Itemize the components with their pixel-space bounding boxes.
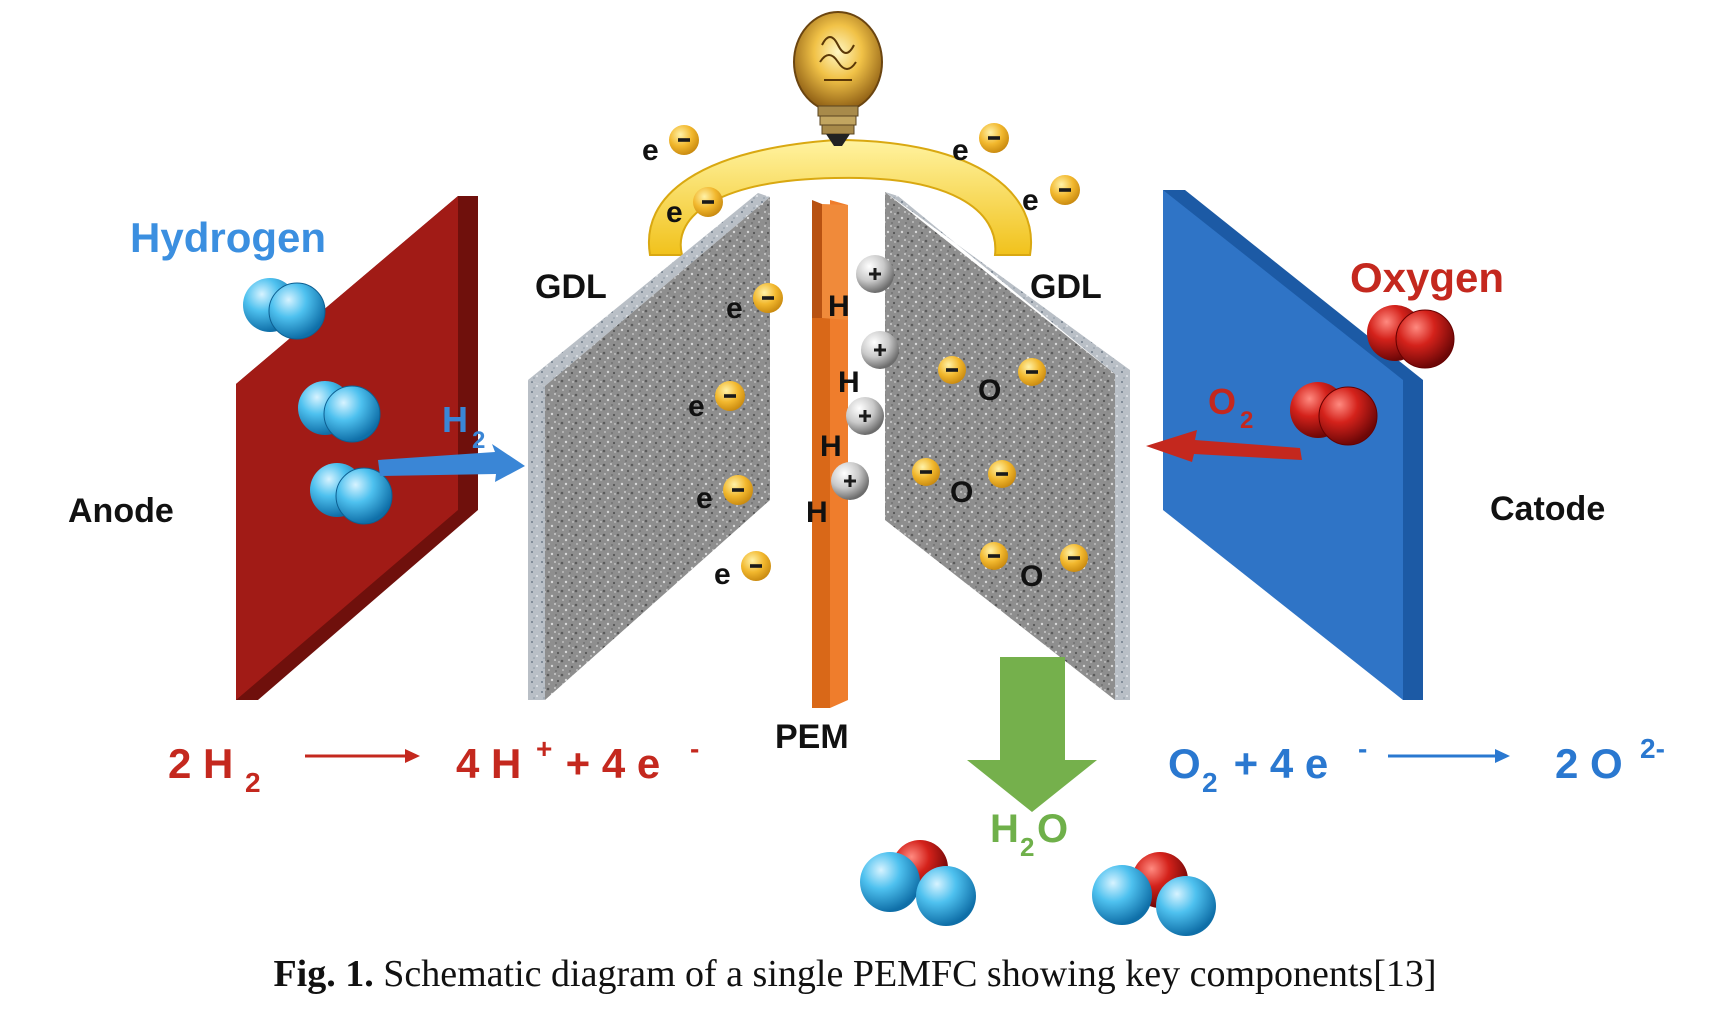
svg-text:O: O: [1020, 560, 1043, 593]
anode-equation: 2 H 2 4 H + + 4 e -: [168, 733, 699, 798]
oxide-ion-1: O: [938, 356, 1046, 407]
svg-text:2: 2: [472, 427, 485, 454]
svg-text:e: e: [952, 134, 969, 167]
svg-text:H: H: [838, 366, 860, 399]
electron-gdl-4: e: [714, 551, 771, 591]
h2o-label: H 2 O: [990, 807, 1068, 862]
oxide-ion-3: O: [980, 542, 1088, 593]
h2-flow-arrow: [378, 444, 525, 482]
svg-text:e: e: [688, 390, 705, 423]
svg-text:2-: 2-: [1640, 733, 1665, 764]
gdl-left: [528, 193, 770, 700]
oxygen-label: Oxygen: [1350, 254, 1504, 301]
oxide-ion-2: O: [912, 458, 1016, 509]
svg-text:e: e: [714, 558, 731, 591]
external-circuit-arc: [647, 138, 1033, 256]
svg-text:2: 2: [245, 767, 261, 798]
electron-circuit-right-top: e: [952, 123, 1009, 167]
svg-text:O: O: [1208, 381, 1236, 422]
svg-text:-: -: [1358, 733, 1367, 764]
caption-prefix: Fig. 1.: [273, 953, 374, 995]
o2-flow-label: O 2: [1208, 381, 1253, 434]
cathode-plate: [1163, 190, 1423, 700]
svg-text:e: e: [726, 292, 743, 325]
electron-circuit-right-mid: e: [1022, 175, 1080, 217]
proton-4: H: [806, 462, 869, 529]
proton-3: H: [820, 397, 884, 463]
svg-text:e: e: [1022, 184, 1039, 217]
svg-text:H: H: [820, 430, 842, 463]
svg-text:2: 2: [1202, 767, 1218, 798]
svg-text:H: H: [828, 290, 850, 323]
h2-flow-label: H 2: [442, 399, 485, 454]
water-molecule-icon: [1092, 852, 1216, 936]
svg-text:2 H: 2 H: [168, 740, 233, 787]
hydrogen-molecule-icon: [242, 277, 326, 340]
gdl-left-label: GDL: [535, 268, 607, 306]
electron-gdl-2: e: [688, 381, 745, 423]
svg-text:e: e: [642, 134, 659, 167]
cathode-label: Catode: [1490, 490, 1605, 528]
svg-text:2: 2: [1020, 832, 1034, 862]
light-bulb-icon: [793, 11, 883, 146]
proton-1: H: [828, 255, 894, 323]
svg-text:H: H: [806, 496, 828, 529]
svg-text:O: O: [978, 374, 1001, 407]
svg-text:-: -: [690, 733, 699, 764]
svg-text:e: e: [666, 196, 683, 229]
svg-text:+ 4 e: + 4 e: [554, 740, 660, 787]
water-molecule-icon: [860, 840, 976, 926]
electron-gdl-1: e: [726, 283, 783, 325]
electron-circuit-left-top: e: [642, 125, 699, 167]
figure-caption: Fig. 1. Schematic diagram of a single PE…: [0, 952, 1710, 996]
electron-circuit-left-mid: e: [666, 187, 723, 229]
svg-text:O: O: [1037, 807, 1068, 851]
o2-flow-arrow: [1146, 430, 1302, 462]
svg-text:H: H: [442, 399, 468, 440]
svg-text:+ 4 e: + 4 e: [1222, 740, 1328, 787]
svg-text:4 H: 4 H: [456, 740, 521, 787]
anode-label: Anode: [68, 492, 174, 530]
svg-text:O: O: [950, 476, 973, 509]
svg-text:+: +: [536, 733, 552, 764]
proton-2: H: [838, 331, 899, 399]
caption-text: Schematic diagram of a single PEMFC show…: [373, 953, 1437, 995]
pem-label: PEM: [775, 718, 849, 756]
hydrogen-label: Hydrogen: [130, 214, 326, 261]
water-output-arrow: [967, 657, 1097, 812]
svg-text:H: H: [990, 807, 1019, 851]
svg-text:2: 2: [1240, 407, 1253, 434]
gdl-right-label: GDL: [1030, 268, 1102, 306]
svg-text:O: O: [1168, 740, 1201, 787]
cathode-equation: O 2 + 4 e - 2 O 2-: [1168, 733, 1665, 798]
svg-text:e: e: [696, 482, 713, 515]
anode-plate: [236, 196, 478, 700]
electron-gdl-3: e: [696, 475, 753, 515]
gdl-right: [885, 192, 1130, 700]
svg-text:2 O: 2 O: [1555, 740, 1623, 787]
pem-membrane: [812, 200, 848, 708]
